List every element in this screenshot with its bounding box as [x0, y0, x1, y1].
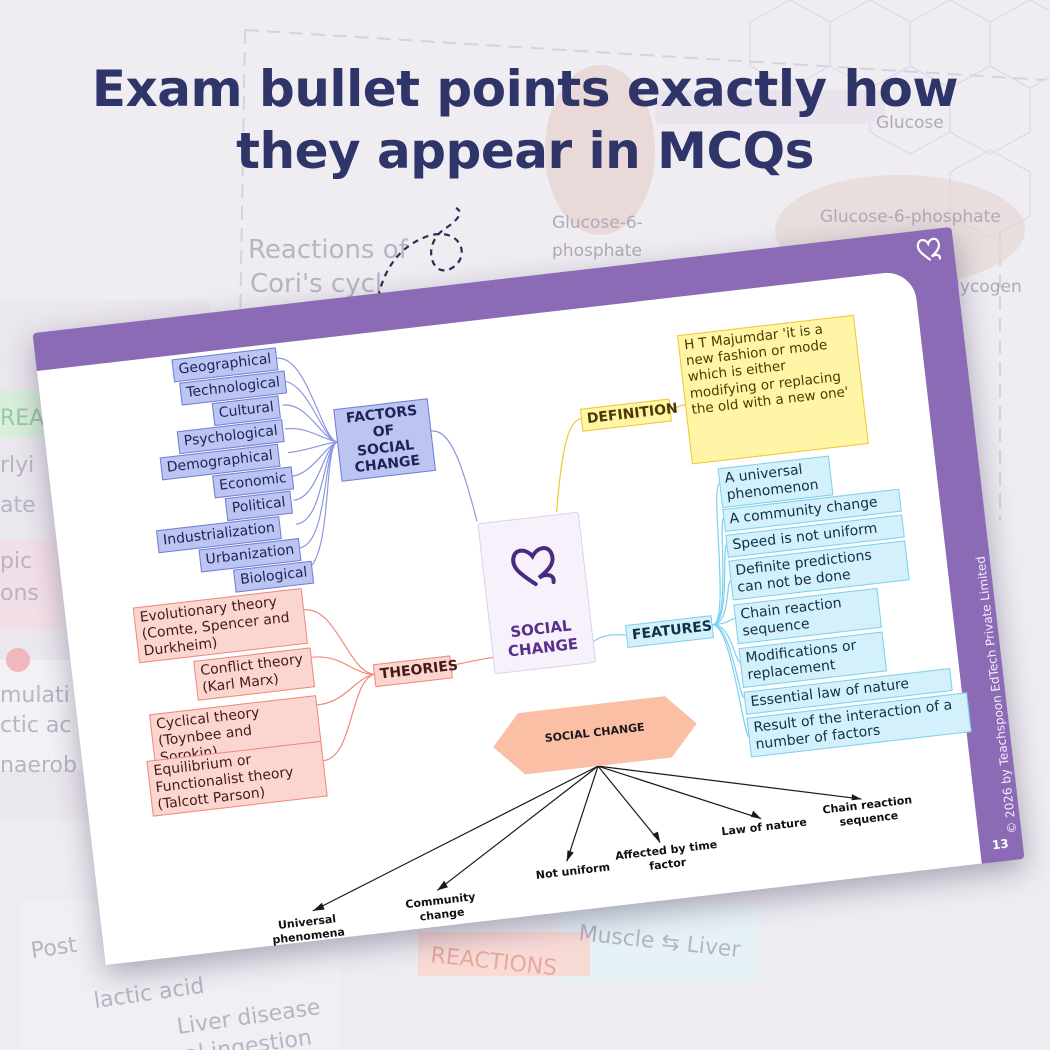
svg-text:Cori's cycl: Cori's cycl — [250, 269, 382, 299]
connector-lines — [276, 357, 862, 912]
heart-logo-icon — [511, 546, 556, 587]
mindmap-page: SOCIAL CHANGE Geographical Technological… — [36, 269, 982, 966]
svg-text:ctic ac: ctic ac — [0, 713, 72, 738]
svg-text:Glycogen: Glycogen — [942, 277, 1022, 297]
svg-text:ons: ons — [0, 581, 39, 606]
center-label: SOCIAL CHANGE — [507, 616, 579, 661]
svg-text:naerob: naerob — [0, 753, 77, 778]
svg-text:REA: REA — [0, 406, 44, 431]
heart-logo-icon — [916, 237, 942, 261]
svg-text:pic: pic — [0, 549, 32, 574]
summary-label: SOCIAL CHANGE — [544, 720, 646, 746]
svg-text:Glucose-6-: Glucose-6- — [552, 213, 643, 233]
svg-text:rlyi: rlyi — [0, 453, 34, 478]
definition-text: H T Majumdar 'it is a new fashion or mod… — [677, 314, 869, 465]
headline-line-2: they appear in MCQs — [236, 122, 814, 180]
svg-text:Glucose: Glucose — [876, 113, 944, 133]
headline-line-1: Exam bullet points exactly how — [91, 60, 959, 118]
svg-text:Glucose-6-phosphate: Glucose-6-phosphate — [820, 207, 1001, 227]
center-node: SOCIAL CHANGE — [477, 511, 597, 675]
svg-text:mulati: mulati — [0, 683, 70, 708]
svg-text:phosphate: phosphate — [552, 241, 642, 261]
svg-text:ate: ate — [0, 493, 36, 518]
svg-text:Reactions of: Reactions of — [248, 235, 409, 265]
mindmap-card: © 2026 by Teachspoon EdTech Private Limi… — [32, 226, 1025, 966]
factors-label: FACTORS OF SOCIAL CHANGE — [333, 398, 437, 482]
